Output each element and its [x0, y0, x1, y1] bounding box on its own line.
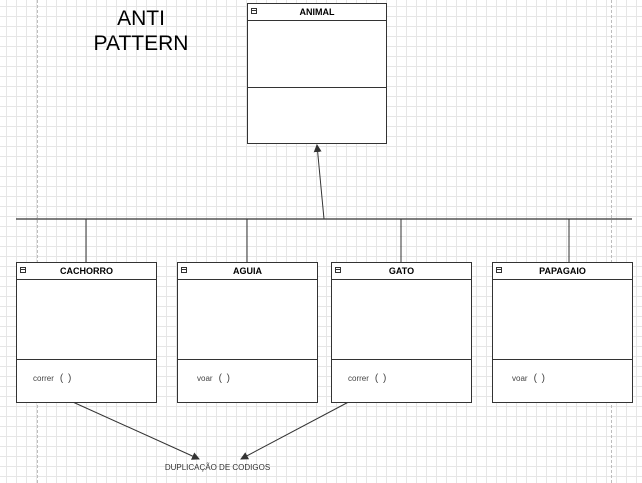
class-header: PAPAGAIO	[493, 263, 632, 280]
page-guide-left	[37, 0, 38, 483]
class-header: ANIMAL	[248, 4, 386, 21]
method-parens: ( )	[533, 373, 547, 384]
duplication-note: DUPLICAÇÃO DE CODIGOS	[164, 463, 271, 472]
method-name: voar	[197, 374, 213, 383]
method: correr ( )	[33, 373, 72, 384]
class-aguia[interactable]: AGUIA voar ( )	[177, 262, 318, 403]
class-papagaio[interactable]: PAPAGAIO voar ( )	[492, 262, 633, 403]
class-cachorro[interactable]: CACHORRO correr ( )	[16, 262, 157, 403]
class-divider	[332, 359, 471, 360]
method: correr ( )	[348, 373, 387, 384]
class-header: AGUIA	[178, 263, 317, 280]
class-name: CACHORRO	[60, 266, 113, 276]
method-parens: ( )	[59, 373, 73, 384]
collapse-icon[interactable]	[335, 267, 341, 273]
method: voar ( )	[197, 373, 231, 384]
class-name: GATO	[388, 266, 415, 276]
class-header: GATO	[332, 263, 471, 280]
collapse-icon[interactable]	[496, 267, 502, 273]
inheritance-arrow[interactable]	[313, 144, 325, 220]
collapse-icon[interactable]	[181, 267, 187, 273]
page-guide-right	[611, 0, 612, 483]
collapse-icon[interactable]	[251, 8, 257, 14]
class-divider	[493, 359, 632, 360]
method-name: voar	[512, 374, 528, 383]
class-animal[interactable]: ANIMAL	[247, 3, 387, 144]
class-name: ANIMAL	[299, 7, 335, 17]
class-divider	[248, 87, 386, 88]
method: voar ( )	[512, 373, 546, 384]
method-parens: ( )	[374, 373, 388, 384]
method-name: correr	[348, 374, 369, 383]
duplication-arrow-right[interactable]	[240, 396, 359, 460]
method-parens: ( )	[218, 373, 232, 384]
method-name: correr	[33, 374, 54, 383]
class-divider	[178, 359, 317, 360]
class-name: AGUIA	[233, 266, 262, 276]
class-name: PAPAGAIO	[539, 266, 586, 276]
class-divider	[17, 359, 156, 360]
collapse-icon[interactable]	[20, 267, 26, 273]
diagram-title: ANTI PATTERN	[93, 7, 189, 55]
class-gato[interactable]: GATO correr ( )	[331, 262, 472, 403]
class-header: CACHORRO	[17, 263, 156, 280]
